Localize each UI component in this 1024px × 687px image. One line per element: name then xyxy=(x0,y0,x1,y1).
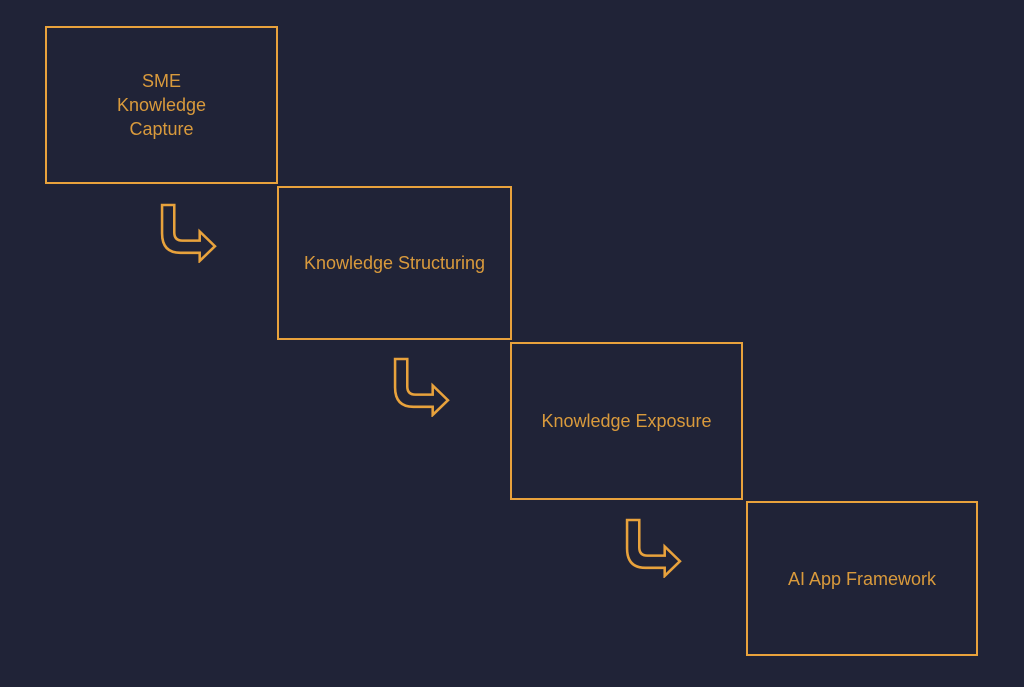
flow-box-label: SME Knowledge Capture xyxy=(116,71,207,139)
flow-box-label: Knowledge Exposure xyxy=(541,411,712,431)
flow-box-sme-knowledge-capture: SME Knowledge Capture xyxy=(45,26,278,184)
flow-box-knowledge-exposure: Knowledge Exposure xyxy=(510,342,743,500)
flow-box-label: AI App Framework xyxy=(787,568,937,589)
flow-box-knowledge-structuring: Knowledge Structuring xyxy=(277,186,512,340)
curved-down-right-arrow-icon xyxy=(392,357,450,417)
flow-box-label: Knowledge Structuring xyxy=(303,253,486,273)
curved-down-right-arrow-icon xyxy=(159,203,217,263)
flow-box-ai-app-framework: AI App Framework xyxy=(746,501,978,656)
curved-down-right-arrow-icon xyxy=(624,518,682,578)
